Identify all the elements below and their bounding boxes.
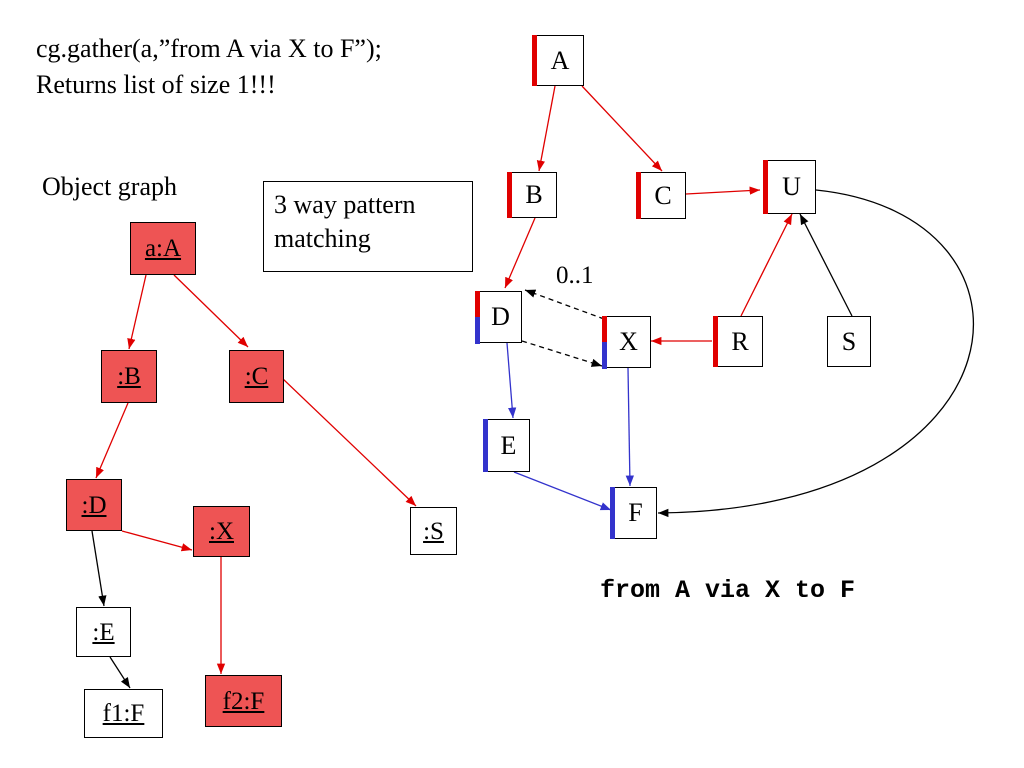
object-node-b-label: :B xyxy=(117,363,141,390)
class-node-s-label: S xyxy=(841,326,857,356)
edge-D-X-dashed xyxy=(521,340,603,367)
class-node-d-red-bar xyxy=(475,291,480,317)
object-node-b[interactable]: :B xyxy=(101,350,157,403)
class-node-d[interactable]: D xyxy=(475,291,522,344)
object-node-d[interactable]: :D xyxy=(66,479,122,531)
edge-E-F xyxy=(513,471,612,511)
class-node-c-label: C xyxy=(654,180,672,210)
class-node-u-label: U xyxy=(782,172,801,201)
class-node-b[interactable]: B xyxy=(507,172,557,218)
object-node-a-label: :A xyxy=(156,235,182,262)
pattern-matching-note: 3 way pattern matching xyxy=(263,181,473,272)
edge-d-x xyxy=(121,530,193,552)
edge-e-f1 xyxy=(109,656,131,689)
object-node-f2[interactable]: f2:F xyxy=(205,675,282,727)
object-node-e[interactable]: :E xyxy=(76,607,131,657)
class-node-c-red-bar xyxy=(636,172,641,219)
class-node-a-label: A xyxy=(550,45,570,75)
object-node-f2-label: f2:F xyxy=(222,687,265,715)
class-node-b-label: B xyxy=(525,180,543,209)
object-node-a[interactable]: a:A xyxy=(130,222,196,275)
edge-c-s xyxy=(281,377,417,507)
object-node-c[interactable]: :C xyxy=(229,350,284,403)
result-note-text: Returns list of size 1!!! xyxy=(36,70,276,99)
class-node-e-blue-bar xyxy=(483,419,488,472)
edge-D-E xyxy=(506,342,517,419)
edge-U-F-curve xyxy=(657,189,975,518)
object-node-d-label: :D xyxy=(81,491,107,519)
class-node-x[interactable]: X xyxy=(602,316,651,369)
class-node-d-label: D xyxy=(491,302,510,331)
edge-B-D xyxy=(504,217,536,289)
object-node-f1[interactable]: f1:F xyxy=(84,689,163,738)
class-node-c[interactable]: C xyxy=(636,172,686,219)
class-node-r[interactable]: R xyxy=(713,316,763,367)
class-node-f[interactable]: F xyxy=(610,487,657,539)
class-node-u[interactable]: U xyxy=(763,160,816,214)
edge-A-C xyxy=(581,85,663,172)
edge-R-U xyxy=(740,213,793,317)
object-node-x-label: :X xyxy=(209,518,234,545)
class-node-r-label: R xyxy=(731,326,749,356)
class-node-a[interactable]: A xyxy=(532,35,584,86)
class-node-b-red-bar xyxy=(507,172,512,218)
edge-X-F xyxy=(625,367,634,487)
object-node-s[interactable]: :S xyxy=(410,507,457,555)
object-graph-label: Object graph xyxy=(42,172,178,201)
edge-d-e xyxy=(91,530,107,607)
class-node-u-red-bar xyxy=(763,160,768,214)
edge-C-U xyxy=(685,186,761,195)
object-node-f1-label: f1:F xyxy=(102,700,145,727)
class-node-x-blue-bar xyxy=(602,342,607,369)
class-node-f-blue-bar xyxy=(610,487,615,539)
class-node-x-red-bar xyxy=(602,316,607,342)
object-node-c-label: :C xyxy=(244,363,269,390)
object-node-s-label: :S xyxy=(423,517,444,545)
edge-X-D-dashed xyxy=(524,289,605,320)
gather-call-text: cg.gather(a,”from A via X to F”); xyxy=(36,34,382,63)
strategy-expression: from A via X to F xyxy=(600,576,856,605)
class-node-f-label: F xyxy=(628,498,643,527)
edge-a-c xyxy=(173,274,249,348)
edge-A-B xyxy=(536,85,556,172)
note-line-2: matching xyxy=(274,224,371,253)
class-node-a-red-bar xyxy=(532,35,537,86)
note-line-1: 3 way pattern xyxy=(274,190,416,219)
class-node-s[interactable]: S xyxy=(827,316,871,367)
class-node-x-label: X xyxy=(619,327,638,356)
edge-S-U xyxy=(799,213,853,317)
class-node-r-red-bar xyxy=(713,316,718,367)
object-node-x[interactable]: :X xyxy=(193,506,250,557)
multiplicity-label: 0..1 xyxy=(556,262,594,289)
object-node-a-prefix: a xyxy=(144,235,157,262)
class-node-e[interactable]: E xyxy=(483,419,530,472)
class-node-d-blue-bar xyxy=(475,317,480,344)
edge-a-b xyxy=(127,274,147,350)
edge-b-d xyxy=(95,402,129,479)
object-node-e-label: :E xyxy=(92,618,115,646)
class-node-e-label: E xyxy=(500,430,517,460)
